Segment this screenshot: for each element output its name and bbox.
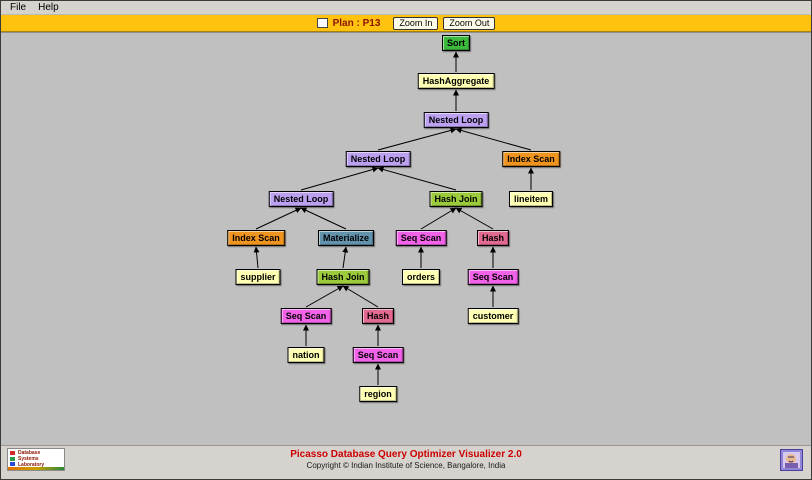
plan-node-t_supplier[interactable]: supplier xyxy=(235,269,281,285)
plan-color-swatch xyxy=(316,18,328,28)
plan-label: Plan : P13 xyxy=(332,17,381,29)
plan-edge-ss_nation-hj2 xyxy=(305,285,344,308)
plan-node-t_customer[interactable]: customer xyxy=(467,308,519,324)
plan-node-h_customer[interactable]: Hash xyxy=(476,230,510,246)
status-text: Picasso Database Query Optimizer Visuali… xyxy=(290,449,522,471)
edge-layer xyxy=(253,51,534,385)
plan-edge-mat-nl3 xyxy=(300,207,347,230)
picasso-thumbnail-icon xyxy=(780,449,803,471)
logo-line-2: Systems xyxy=(18,456,39,462)
plan-node-hj2[interactable]: Hash Join xyxy=(316,269,370,285)
plan-node-hashagg[interactable]: HashAggregate xyxy=(417,73,495,89)
plan-edge-hj1-nl2 xyxy=(377,166,457,191)
dsl-logo-text: Database Systems Laboratory xyxy=(16,449,64,470)
plan-node-nl3[interactable]: Nested Loop xyxy=(268,191,334,207)
plan-node-hj1[interactable]: Hash Join xyxy=(429,191,483,207)
toolbar: Plan : P13 Zoom In Zoom Out xyxy=(1,15,811,32)
plan-node-t_orders[interactable]: orders xyxy=(401,269,441,285)
logo-line-1: Database xyxy=(18,450,41,456)
plan-edge-nl3-nl2 xyxy=(300,166,379,191)
zoom-in-button[interactable]: Zoom In xyxy=(393,16,439,30)
plan-edge-ss_orders-hj1 xyxy=(420,207,457,230)
plan-edge-nl2-nl1 xyxy=(377,127,457,151)
plan-edge-h_region-hj2 xyxy=(342,285,379,308)
plan-node-t_nation[interactable]: nation xyxy=(287,347,325,363)
plan-node-nl2[interactable]: Nested Loop xyxy=(345,151,411,167)
plan-node-ss_region[interactable]: Seq Scan xyxy=(352,347,404,363)
plan-node-sort[interactable]: Sort xyxy=(442,35,470,51)
dsl-logo-blocks xyxy=(8,449,16,470)
plan-node-t_region[interactable]: region xyxy=(359,386,397,402)
plan-edge-t_supplier-is_supplier xyxy=(253,246,260,269)
plan-node-t_lineitem[interactable]: lineitem xyxy=(508,191,554,207)
plan-node-ss_customer[interactable]: Seq Scan xyxy=(467,269,519,285)
menubar: File Help xyxy=(1,1,811,15)
menu-file[interactable]: File xyxy=(10,2,27,13)
plan-node-mat[interactable]: Materialize xyxy=(317,230,375,246)
plan-edge-h_customer-hj1 xyxy=(455,207,494,230)
plan-node-h_region[interactable]: Hash xyxy=(361,308,395,324)
logo-strip xyxy=(8,467,64,470)
plan-node-is_supplier[interactable]: Index Scan xyxy=(227,230,285,246)
status-copyright: Copyright © Indian Institute of Science,… xyxy=(306,460,506,470)
dsl-logo: Database Systems Laboratory xyxy=(7,448,65,471)
plan-node-ss_orders[interactable]: Seq Scan xyxy=(395,230,447,246)
status-title: Picasso Database Query Optimizer Visuali… xyxy=(290,448,522,460)
plan-node-nl1[interactable]: Nested Loop xyxy=(423,112,489,128)
plan-node-ss_nation[interactable]: Seq Scan xyxy=(280,308,332,324)
statusbar: Database Systems Laboratory Picasso Data… xyxy=(1,445,811,473)
zoom-out-button[interactable]: Zoom Out xyxy=(443,16,496,30)
plan-edge-is_supplier-nl3 xyxy=(255,207,302,230)
logo-line-3: Laboratory xyxy=(18,462,45,468)
menu-help[interactable]: Help xyxy=(38,2,59,13)
plan-edge-is_lineitem-nl1 xyxy=(455,127,532,151)
plan-edge-hj2-mat xyxy=(342,246,349,269)
plan-node-is_lineitem[interactable]: Index Scan xyxy=(502,151,560,167)
